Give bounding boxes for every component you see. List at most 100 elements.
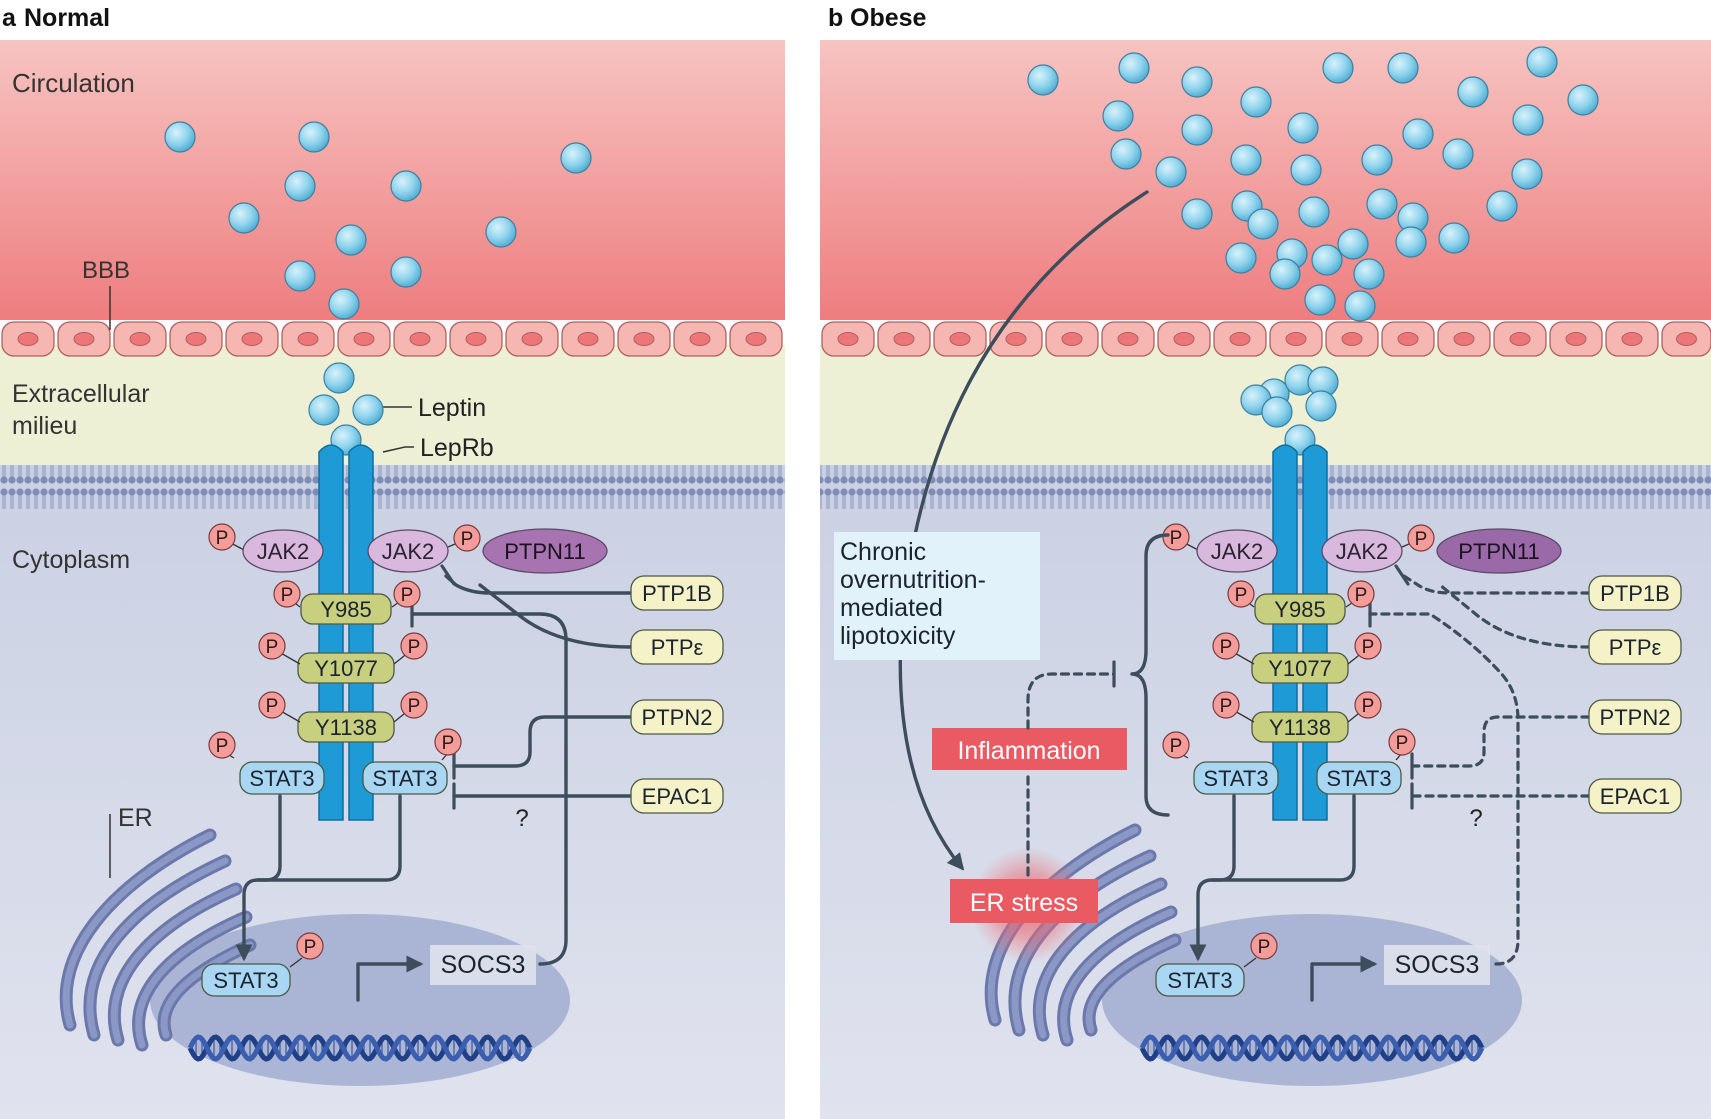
circulation-label: Circulation — [12, 68, 135, 98]
leptin-molecule — [1181, 198, 1213, 230]
ptp1b-regulator: PTP1B — [630, 575, 724, 611]
blood-brain-barrier — [1, 321, 783, 357]
leptin-molecule — [1511, 158, 1543, 190]
leptin-molecule — [352, 394, 384, 426]
socs3-label: SOCS3 — [441, 951, 526, 979]
ptpn11-label: PTPN11 — [504, 539, 586, 564]
inflammation-box: Inflammation — [932, 728, 1127, 770]
er-stress-label: ER stress — [970, 889, 1078, 917]
phospho-marker: P — [1407, 524, 1435, 552]
stat3-left-label: STAT3 — [249, 766, 314, 791]
leptin-molecule — [1322, 52, 1354, 84]
signaling-bracket — [1130, 533, 1170, 817]
phospho-label: P — [281, 585, 294, 606]
leptin-molecule — [1395, 226, 1427, 258]
phospho-label: P — [1170, 736, 1183, 757]
ptpe-regulator-label: PTPε — [1609, 635, 1662, 660]
phospho-label: P — [1258, 937, 1271, 958]
leptin-molecule — [1110, 138, 1142, 170]
phospho-label: P — [1220, 637, 1233, 658]
leptin-molecule — [1304, 284, 1336, 316]
panel-b-letter: b — [828, 4, 843, 32]
inflammation-label: Inflammation — [957, 737, 1100, 765]
phospho-label: P — [1415, 529, 1428, 550]
phospho-marker: P — [1250, 932, 1278, 960]
leptin-molecule — [1290, 154, 1322, 186]
phospho-marker: P — [1347, 580, 1375, 608]
leptin-molecule — [1311, 244, 1343, 276]
phospho-marker: P — [453, 524, 481, 552]
leptin-molecule — [390, 170, 422, 202]
blood-brain-barrier — [821, 321, 1711, 357]
ptpe-regulator: PTPε — [630, 629, 724, 665]
leptin-molecule — [335, 224, 367, 256]
y985-site-label: Y985 — [320, 597, 371, 622]
bbb-label: BBB — [82, 257, 130, 284]
y1138-site: Y1138 — [297, 711, 395, 743]
phospho-label: P — [304, 937, 317, 958]
cell-membrane — [820, 465, 1711, 517]
lipotoxicity-box: Chronicovernutrition-mediatedlipotoxicit… — [834, 532, 1040, 660]
ptpe-regulator-label: PTPε — [651, 635, 704, 660]
leptin-molecule — [390, 256, 422, 288]
leptin-molecule — [485, 216, 517, 248]
phospho-label: P — [1362, 696, 1375, 717]
leptin-molecule — [323, 362, 355, 394]
phospho-marker: P — [273, 580, 301, 608]
phospho-label: P — [216, 528, 229, 549]
cell-membrane — [0, 465, 785, 517]
jak2-right-label: JAK2 — [382, 539, 435, 564]
phospho-label: P — [408, 696, 421, 717]
er-stress-box: ER stress — [950, 879, 1098, 923]
ptpe-inhibition — [478, 583, 633, 649]
phospho-label: P — [266, 637, 279, 658]
lipotoxicity-line-4: lipotoxicity — [840, 622, 956, 650]
epac1-regulator-label: EPAC1 — [642, 784, 713, 809]
phospho-label: P — [461, 529, 474, 550]
panel-a-letter: a — [2, 4, 17, 32]
leptin-molecule — [1181, 66, 1213, 98]
leptin-molecule — [560, 142, 592, 174]
phospho-marker: P — [1212, 691, 1240, 719]
leptin-molecule — [1361, 144, 1393, 176]
leptin-molecule — [164, 121, 196, 153]
leptin-molecule — [1387, 52, 1419, 84]
leprb-label: LepRb — [420, 434, 494, 462]
ptpn2-regulator: PTPN2 — [630, 699, 724, 735]
phospho-label: P — [1220, 696, 1233, 717]
y1138-site: Y1138 — [1251, 711, 1349, 743]
epac1-regulator: EPAC1 — [630, 778, 724, 814]
extracellular-label-line1: Extracellular — [12, 380, 150, 408]
socs3-label: SOCS3 — [1395, 951, 1480, 979]
ptpn2-regulator-label: PTPN2 — [642, 705, 713, 730]
ptpn2-inhibition — [452, 715, 633, 768]
stat3-left: STAT3 — [1193, 761, 1279, 795]
leptin-molecule — [1027, 64, 1059, 96]
y1077-site: Y1077 — [1251, 652, 1349, 684]
er-label: ER — [118, 804, 153, 832]
ptpn2-regulator-label: PTPN2 — [1600, 705, 1671, 730]
ptpn2-inhibition-impaired — [1410, 715, 1591, 768]
leptin-molecule — [1230, 144, 1262, 176]
phospho-label: P — [216, 736, 229, 757]
leptin-molecule — [1457, 76, 1489, 108]
phospho-label: P — [401, 585, 414, 606]
ptp1b-regulator-label: PTP1B — [642, 581, 712, 606]
y985-site: Y985 — [1254, 593, 1346, 625]
question-mark: ? — [515, 805, 528, 832]
phospho-marker: P — [400, 691, 428, 719]
phospho-marker: P — [400, 632, 428, 660]
stat3-left-label: STAT3 — [1203, 766, 1268, 791]
leptin-molecule — [1344, 290, 1376, 322]
stat3-right-label: STAT3 — [1326, 766, 1391, 791]
stat3-nuclear-label: STAT3 — [213, 968, 278, 993]
y1077-site: Y1077 — [297, 652, 395, 684]
phospho-label: P — [1355, 585, 1368, 606]
ptpn11: PTPN11 — [482, 528, 608, 574]
leptin-molecule — [1402, 118, 1434, 150]
phospho-marker: P — [393, 580, 421, 608]
leptin-molecule — [1287, 112, 1319, 144]
socs3-transcription-b — [1310, 955, 1378, 1002]
ptpe-regulator: PTPε — [1588, 629, 1682, 665]
